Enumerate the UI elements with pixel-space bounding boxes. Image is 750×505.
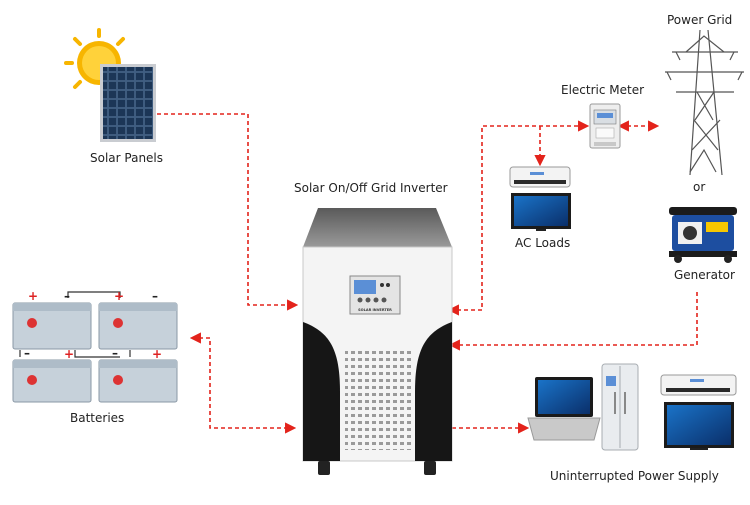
ups-loads-icon xyxy=(527,363,737,451)
battery-minus-sign: – xyxy=(64,289,70,303)
or-label: or xyxy=(693,180,706,194)
batteries-to-inverter-line xyxy=(189,332,297,434)
refrigerator-icon xyxy=(601,363,639,451)
solar-panel-icon xyxy=(64,28,156,142)
air-conditioner-icon xyxy=(660,374,737,396)
batteries-icon: + – + – – + – + xyxy=(12,289,178,403)
generator-to-inverter-line xyxy=(448,292,698,351)
ac-loads-label: AC Loads xyxy=(515,236,571,250)
power-grid-tower-icon xyxy=(665,29,744,176)
inverter-icon: SOLAR INVERTER xyxy=(302,208,453,475)
battery-plus-sign: + xyxy=(28,289,38,303)
battery-minus-sign: – xyxy=(24,346,30,360)
power-grid-label: Power Grid xyxy=(667,13,733,27)
battery-plus-sign: + xyxy=(114,289,124,303)
electric-meter-label: Electric Meter xyxy=(561,83,645,97)
solar-to-inverter-line xyxy=(157,113,299,311)
ups-label: Uninterrupted Power Supply xyxy=(550,469,719,483)
ac-loads-icon xyxy=(509,166,571,231)
battery-unit xyxy=(98,359,178,403)
generator-label: Generator xyxy=(674,268,735,282)
inverter-to-meter-line xyxy=(447,120,590,316)
battery-minus-sign: – xyxy=(152,289,158,303)
inverter-plate-text: SOLAR INVERTER xyxy=(358,308,392,312)
battery-unit xyxy=(12,302,92,350)
battery-plus-sign: + xyxy=(64,347,74,361)
connectors xyxy=(157,113,698,434)
inverter-label: Solar On/Off Grid Inverter xyxy=(294,181,448,195)
laptop-icon xyxy=(527,377,601,441)
battery-plus-sign: + xyxy=(152,347,162,361)
battery-unit xyxy=(98,302,178,350)
battery-unit xyxy=(12,359,92,403)
batteries-label: Batteries xyxy=(70,411,125,425)
television-icon xyxy=(664,402,734,450)
electric-meter-icon xyxy=(589,103,621,149)
battery-minus-sign: – xyxy=(112,346,118,360)
solar-panels-label: Solar Panels xyxy=(90,151,164,165)
generator-icon xyxy=(669,207,737,263)
battery-wires xyxy=(19,291,131,358)
